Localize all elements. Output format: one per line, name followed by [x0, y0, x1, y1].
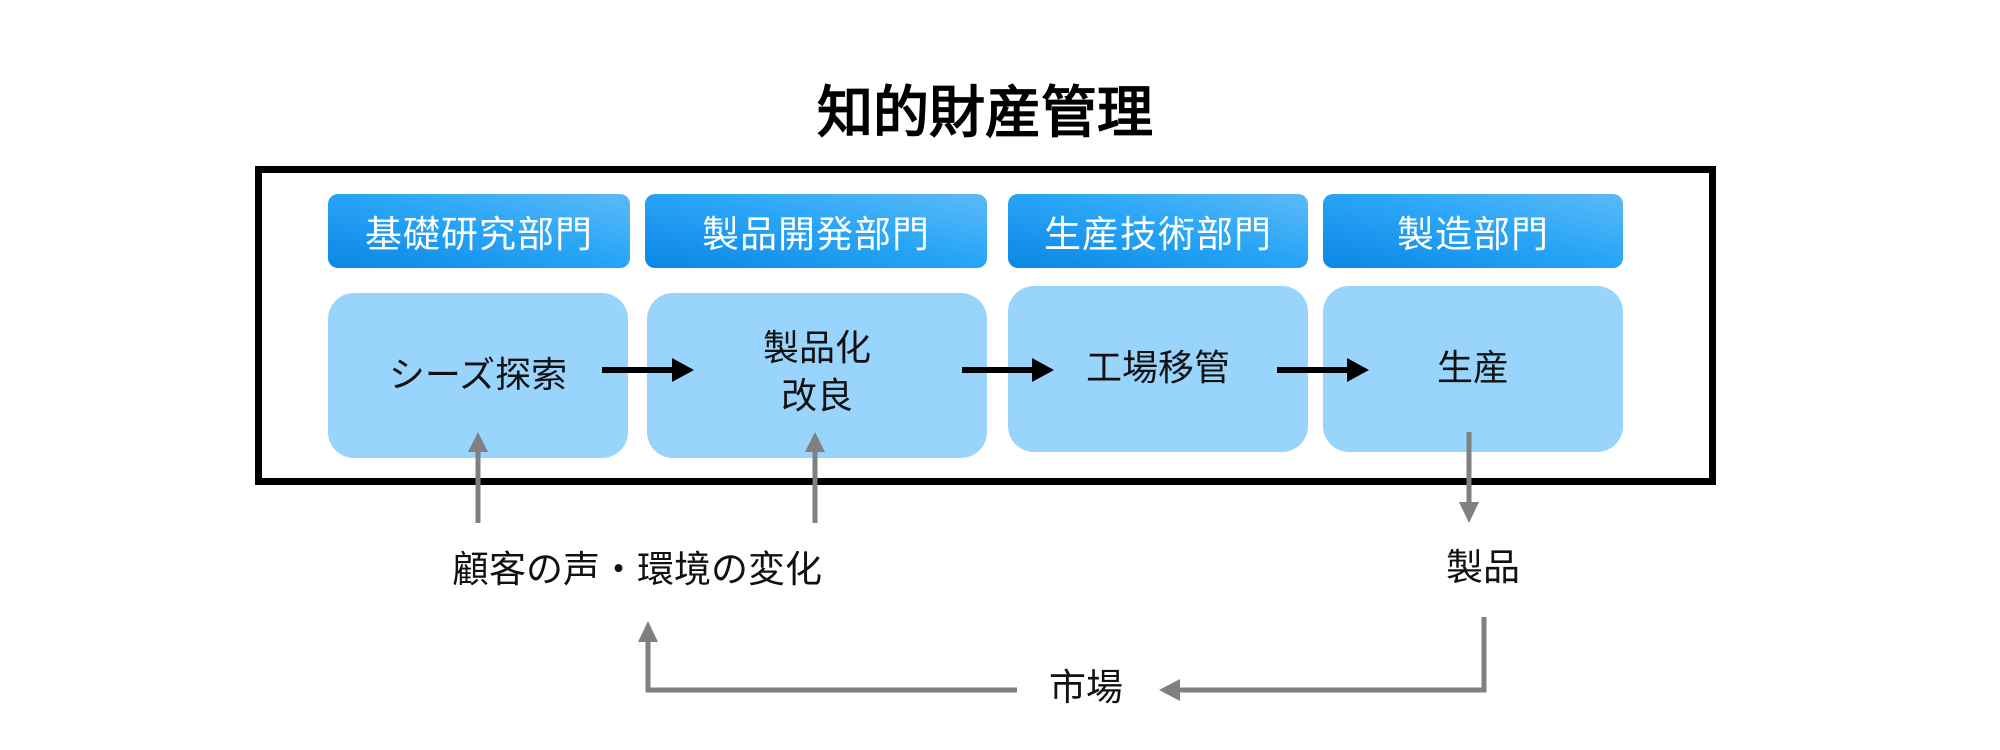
customer-voice-label: 顧客の声・環境の変化: [452, 548, 822, 591]
market-loop-arrow-right: [1159, 617, 1487, 701]
department-production-engineering: 生産技術部門: [1008, 194, 1308, 268]
department-product-development: 製品開発部門: [645, 194, 987, 268]
diagram-title: 知的財産管理: [817, 81, 1153, 146]
stage-label: 工場移管: [1085, 348, 1230, 389]
input-arrow-to-productization: [805, 432, 825, 523]
stage-label-line2: 改良: [780, 375, 853, 417]
stage-seeds-exploration: シーズ探索: [328, 293, 628, 458]
ip-management-frame: [255, 166, 1716, 485]
department-basic-research: 基礎研究部門: [328, 194, 630, 268]
department-manufacturing: 製造部門: [1323, 194, 1623, 268]
stage-productization: 製品化 改良: [647, 293, 987, 458]
stage-label: シーズ探索: [388, 354, 568, 396]
stage-production: 生産: [1323, 286, 1623, 452]
output-arrow-to-product: [1459, 432, 1479, 523]
flow-arrow-1: [602, 358, 694, 382]
product-label: 製品: [1446, 546, 1520, 589]
flow-arrow-3: [1277, 358, 1369, 382]
flow-arrow-2: [962, 358, 1054, 382]
stage-label: 生産: [1436, 348, 1509, 389]
market-label: 市場: [1049, 666, 1123, 709]
stage-factory-transfer: 工場移管: [1008, 286, 1308, 452]
input-arrow-to-seeds: [468, 432, 488, 523]
market-loop-arrow-left: [638, 621, 1017, 693]
stage-label-line1: 製品化: [762, 327, 871, 369]
